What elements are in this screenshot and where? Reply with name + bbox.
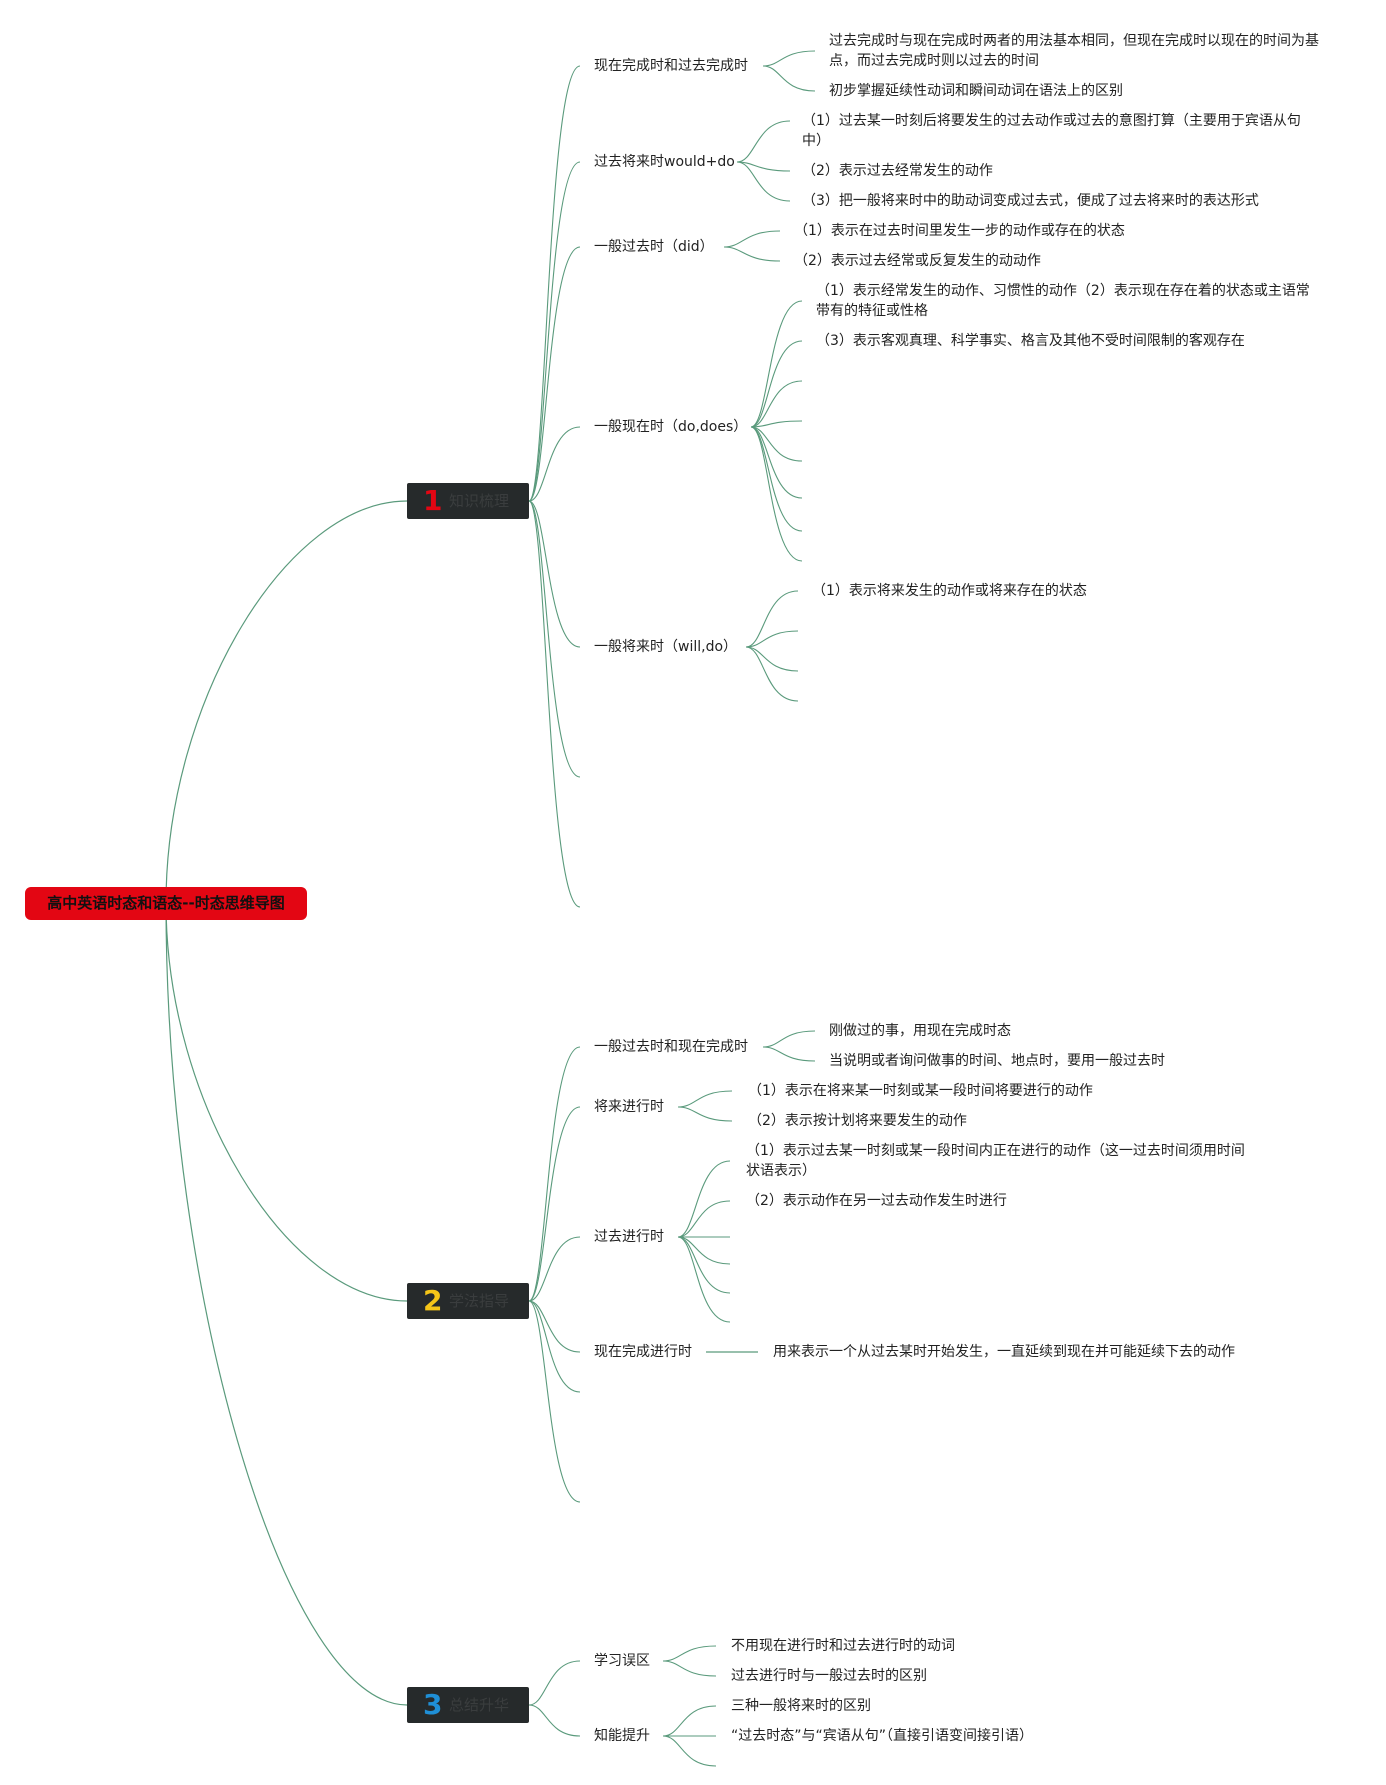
leaf-2-2-1[interactable]: （1）表示在将来某一时刻或某一段时间将要进行的动作	[748, 1083, 1093, 1099]
connector-line-37	[762, 1030, 816, 1048]
connector-line-2	[165, 902, 408, 1706]
connector-line-25	[750, 300, 803, 428]
leaf-2-3-1[interactable]: （1）表示过去某一时刻或某一段时间内正在进行的动作（这一过去时间须用时间状语表示…	[746, 1143, 1245, 1179]
connector-line-1	[165, 902, 408, 1302]
leaf-3-1-2[interactable]: 过去进行时与一般过去时的区别	[731, 1668, 927, 1684]
leaf-1-3-1[interactable]: （1）表示在过去时间里发生一步的动作或存在的状态	[794, 223, 1125, 239]
connector-line-13	[528, 1300, 581, 1353]
connector-line-15	[528, 1300, 581, 1503]
connector-line-31	[750, 426, 803, 532]
branch-number-3: 3	[423, 1688, 443, 1721]
leaf-2-4-1[interactable]: 用来表示一个从过去某时开始发生，一直延续到现在并可能延续下去的动作	[773, 1344, 1235, 1360]
connector-line-33	[745, 590, 799, 648]
topic-skill-improvement[interactable]: 知能提升	[594, 1728, 650, 1744]
connector-line-17	[528, 1704, 581, 1737]
connector-line-40	[677, 1106, 733, 1122]
topic-present-perfect-continuous[interactable]: 现在完成进行时	[594, 1344, 692, 1360]
topic-simple-future[interactable]: 一般将来时（will,do）	[594, 639, 738, 655]
leaf-2-1-1[interactable]: 刚做过的事，用现在完成时态	[829, 1023, 1011, 1039]
connector-line-24	[723, 246, 781, 262]
connector-line-45	[677, 1236, 731, 1294]
branch-node-3[interactable]: 3 总结升华	[407, 1687, 529, 1723]
connector-line-34	[745, 630, 799, 648]
connector-line-20	[736, 120, 791, 163]
connector-line-3	[528, 65, 581, 502]
connector-line-7	[528, 500, 581, 648]
topic-simple-present[interactable]: 一般现在时（do,does）	[594, 419, 748, 435]
connector-line-42	[677, 1200, 731, 1238]
connector-line-52	[662, 1735, 717, 1767]
connector-line-32	[750, 426, 803, 562]
leaf-2-3-2[interactable]: （2）表示动作在另一过去动作发生时进行	[746, 1193, 1007, 1209]
leaf-1-2-3[interactable]: （3）把一般将来时中的助动词变成过去式，便成了过去将来时的表达形式	[802, 193, 1259, 209]
connector-line-29	[750, 426, 803, 462]
connector-line-19	[762, 65, 816, 92]
connector-line-21	[736, 161, 791, 172]
leaf-2-2-2[interactable]: （2）表示按计划将来要发生的动作	[748, 1113, 967, 1129]
topic-learning-pitfalls[interactable]: 学习误区	[594, 1653, 650, 1669]
leaf-1-1-2[interactable]: 初步掌握延续性动词和瞬间动词在语法上的区别	[829, 83, 1123, 99]
leaf-3-2-2[interactable]: “过去时态”与“宾语从句”（直接引语变间接引语）	[731, 1728, 1034, 1744]
connector-line-26	[750, 340, 803, 428]
branch-number-1: 1	[423, 484, 443, 517]
branch-label-2: 学法指导	[449, 1292, 510, 1310]
connector-line-18	[762, 50, 816, 67]
connector-line-41	[677, 1160, 731, 1238]
connector-line-23	[723, 230, 781, 248]
branch-number-2: 2	[423, 1284, 443, 1317]
topic-simple-past[interactable]: 一般过去时（did）	[594, 239, 714, 255]
leaf-1-2-2[interactable]: （2）表示过去经常发生的动作	[802, 163, 993, 179]
leaf-3-1-1[interactable]: 不用现在进行时和过去进行时的动词	[731, 1638, 955, 1654]
leaf-1-4-2[interactable]: （3）表示客观真理、科学事实、格言及其他不受时间限制的客观存在	[816, 333, 1245, 349]
connector-line-12	[528, 1236, 581, 1302]
connector-line-4	[528, 161, 581, 502]
connector-line-9	[528, 500, 581, 908]
root-node[interactable]: 高中英语时态和语态--时态思维导图	[25, 887, 307, 920]
leaf-1-5-1[interactable]: （1）表示将来发生的动作或将来存在的状态	[812, 583, 1087, 599]
topic-past-future[interactable]: 过去将来时would+do	[594, 154, 735, 170]
connector-line-11	[528, 1106, 581, 1302]
connector-line-8	[528, 500, 581, 778]
branch-node-2[interactable]: 2 学法指导	[407, 1283, 529, 1319]
leaf-1-2-1[interactable]: （1）过去某一时刻后将要发生的过去动作或过去的意图打算（主要用于宾语从句中）	[802, 113, 1301, 149]
connector-line-6	[528, 426, 581, 502]
connector-line-28	[750, 420, 803, 428]
connector-line-22	[736, 161, 791, 202]
connector-line-36	[745, 646, 799, 702]
connector-line-49	[662, 1660, 717, 1677]
branch-label-1: 知识梳理	[449, 492, 510, 510]
topic-past-vs-perfect[interactable]: 一般过去时和现在完成时	[594, 1039, 748, 1055]
branch-node-1[interactable]: 1 知识梳理	[407, 483, 529, 519]
leaf-1-4-1[interactable]: （1）表示经常发生的动作、习惯性的动作（2）表示现在存在着的状态或主语常带有的特…	[816, 283, 1310, 319]
connector-line-46	[677, 1236, 731, 1323]
connector-line-48	[662, 1645, 717, 1662]
connector-line-5	[528, 246, 581, 502]
topic-present-past-perfect[interactable]: 现在完成时和过去完成时	[594, 58, 748, 74]
connector-line-38	[762, 1046, 816, 1062]
connector-line-10	[528, 1046, 581, 1302]
leaf-2-1-2[interactable]: 当说明或者询问做事的时间、地点时，要用一般过去时	[829, 1053, 1165, 1069]
connector-line-0	[165, 500, 408, 904]
branch-label-3: 总结升华	[449, 1696, 510, 1714]
leaf-1-1-1[interactable]: 过去完成时与现在完成时两者的用法基本相同，但现在完成时以现在的时间为基点，而过去…	[829, 33, 1319, 69]
leaf-3-2-1[interactable]: 三种一般将来时的区别	[731, 1698, 871, 1714]
connector-line-50	[662, 1705, 717, 1737]
connector-line-39	[677, 1090, 733, 1108]
leaf-1-3-2[interactable]: （2）表示过去经常或反复发生的动动作	[794, 253, 1041, 269]
connector-line-14	[528, 1300, 581, 1393]
connector-line-27	[750, 380, 803, 428]
topic-past-continuous[interactable]: 过去进行时	[594, 1229, 664, 1245]
topic-future-continuous[interactable]: 将来进行时	[594, 1099, 664, 1115]
connector-line-16	[528, 1660, 581, 1706]
